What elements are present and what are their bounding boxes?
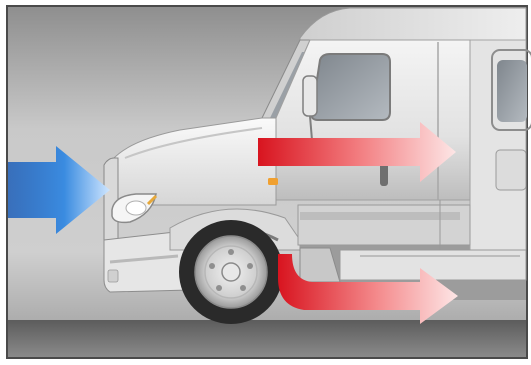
lug-nut: [216, 285, 222, 291]
rear-panel: [496, 150, 526, 190]
sleeper-window-glass: [497, 60, 527, 122]
lug-nut: [209, 263, 215, 269]
wheel-hub: [222, 263, 240, 281]
front-wheel: [179, 220, 283, 324]
side-mirror: [303, 76, 317, 116]
headlight-lens: [126, 201, 146, 215]
lug-nut: [228, 249, 234, 255]
door-window: [312, 54, 390, 120]
side-marker-light: [268, 178, 278, 185]
lug-nut: [240, 285, 246, 291]
step-upper: [300, 212, 460, 220]
fuel-tank: [340, 250, 526, 280]
lug-nut: [247, 263, 253, 269]
road-surface: [8, 320, 526, 357]
side-fairing: [298, 205, 470, 245]
fog-light: [108, 270, 118, 282]
